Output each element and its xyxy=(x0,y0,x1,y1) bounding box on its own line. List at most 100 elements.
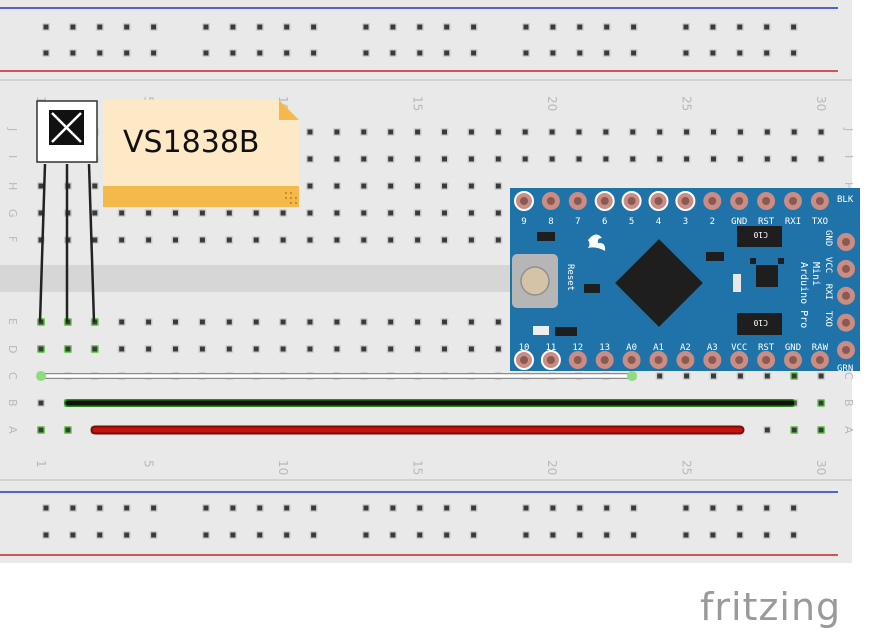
breadboard-hole[interactable] xyxy=(817,426,826,434)
breadboard-hole[interactable] xyxy=(90,182,99,190)
pin-pad[interactable] xyxy=(757,351,776,369)
signal-wire[interactable] xyxy=(36,371,637,381)
rail-hole[interactable] xyxy=(575,49,584,57)
rail-hole[interactable] xyxy=(282,23,291,31)
pin-pad[interactable] xyxy=(703,351,722,369)
pin-pad[interactable] xyxy=(837,286,855,305)
rail-hole[interactable] xyxy=(442,531,451,539)
breadboard-hole[interactable] xyxy=(225,318,234,326)
breadboard-hole[interactable] xyxy=(171,345,180,353)
breadboard-hole[interactable] xyxy=(144,345,153,353)
breadboard-hole[interactable] xyxy=(252,209,261,217)
rail-hole[interactable] xyxy=(42,49,50,57)
breadboard-hole[interactable] xyxy=(494,209,503,217)
breadboard-hole[interactable] xyxy=(709,128,718,136)
breadboard-hole[interactable] xyxy=(306,209,314,217)
breadboard-hole[interactable] xyxy=(386,182,395,190)
pin-pad[interactable] xyxy=(675,191,696,211)
breadboard-hole[interactable] xyxy=(359,345,368,353)
rail-hole[interactable] xyxy=(122,49,131,57)
breadboard-hole[interactable] xyxy=(413,155,422,163)
breadboard-hole[interactable] xyxy=(117,236,126,244)
breadboard-hole[interactable] xyxy=(332,128,341,136)
rail-hole[interactable] xyxy=(282,504,291,512)
breadboard-hole[interactable] xyxy=(440,318,449,326)
breadboard-hole[interactable] xyxy=(117,209,126,217)
pin-pad[interactable] xyxy=(649,351,668,369)
breadboard-hole[interactable] xyxy=(494,182,503,190)
pin-pad[interactable] xyxy=(784,192,802,210)
rail-hole[interactable] xyxy=(415,49,424,57)
breadboard-hole[interactable] xyxy=(306,155,314,163)
rail-hole[interactable] xyxy=(735,531,744,539)
rail-hole[interactable] xyxy=(68,49,77,57)
rail-hole[interactable] xyxy=(388,504,397,512)
rail-hole[interactable] xyxy=(95,504,104,512)
breadboard-hole[interactable] xyxy=(467,318,476,326)
breadboard-hole[interactable] xyxy=(359,236,368,244)
rail-hole[interactable] xyxy=(42,504,50,512)
rail-hole[interactable] xyxy=(282,531,291,539)
rail-hole[interactable] xyxy=(629,49,638,57)
breadboard-hole[interactable] xyxy=(171,318,180,326)
rail-hole[interactable] xyxy=(388,23,397,31)
breadboard-hole[interactable] xyxy=(709,372,718,380)
breadboard-hole[interactable] xyxy=(440,345,449,353)
rail-hole[interactable] xyxy=(629,531,638,539)
breadboard-hole[interactable] xyxy=(359,209,368,217)
rail-hole[interactable] xyxy=(602,531,611,539)
breadboard-hole[interactable] xyxy=(198,318,207,326)
breadboard-hole[interactable] xyxy=(440,209,449,217)
rail-hole[interactable] xyxy=(42,531,50,539)
rail-hole[interactable] xyxy=(789,504,798,512)
breadboard-hole[interactable] xyxy=(37,345,45,353)
rail-hole[interactable] xyxy=(255,49,264,57)
breadboard-hole[interactable] xyxy=(548,155,557,163)
pin-pad[interactable] xyxy=(621,191,642,211)
breadboard-hole[interactable] xyxy=(736,128,745,136)
rail-hole[interactable] xyxy=(682,49,690,57)
rail-hole[interactable] xyxy=(708,531,717,539)
breadboard-hole[interactable] xyxy=(413,236,422,244)
rail-hole[interactable] xyxy=(282,49,291,57)
rail-hole[interactable] xyxy=(762,531,771,539)
breadboard-hole[interactable] xyxy=(494,345,503,353)
breadboard-hole[interactable] xyxy=(90,209,99,217)
breadboard-hole[interactable] xyxy=(306,345,314,353)
rail-hole[interactable] xyxy=(149,531,158,539)
breadboard-hole[interactable] xyxy=(198,345,207,353)
breadboard-hole[interactable] xyxy=(709,155,718,163)
breadboard-hole[interactable] xyxy=(198,236,207,244)
breadboard-hole[interactable] xyxy=(386,209,395,217)
breadboard-hole[interactable] xyxy=(467,209,476,217)
rail-hole[interactable] xyxy=(575,23,584,31)
breadboard-hole[interactable] xyxy=(790,155,799,163)
breadboard-hole[interactable] xyxy=(575,128,583,136)
reset-button[interactable] xyxy=(520,266,550,296)
breadboard-hole[interactable] xyxy=(306,236,314,244)
breadboard-hole[interactable] xyxy=(117,345,126,353)
rail-hole[interactable] xyxy=(442,504,451,512)
breadboard-hole[interactable] xyxy=(386,345,395,353)
breadboard-hole[interactable] xyxy=(790,128,799,136)
breadboard-hole[interactable] xyxy=(198,209,207,217)
rail-hole[interactable] xyxy=(602,504,611,512)
rail-hole[interactable] xyxy=(228,49,237,57)
breadboard-hole[interactable] xyxy=(817,128,826,136)
vs1838b-component[interactable] xyxy=(36,100,98,323)
pin-pad[interactable] xyxy=(540,350,561,370)
pin-pad[interactable] xyxy=(837,233,855,251)
pin-pad[interactable] xyxy=(757,192,776,210)
rail-hole[interactable] xyxy=(682,504,690,512)
rail-hole[interactable] xyxy=(149,504,158,512)
breadboard-hole[interactable] xyxy=(63,426,72,434)
rail-hole[interactable] xyxy=(708,504,717,512)
breadboard-hole[interactable] xyxy=(413,209,422,217)
breadboard-hole[interactable] xyxy=(682,128,691,136)
rail-hole[interactable] xyxy=(42,23,50,31)
breadboard-hole[interactable] xyxy=(817,399,826,407)
pin-pad[interactable] xyxy=(568,351,587,369)
breadboard-hole[interactable] xyxy=(736,155,745,163)
pin-pad[interactable] xyxy=(784,351,802,369)
breadboard-hole[interactable] xyxy=(655,155,664,163)
